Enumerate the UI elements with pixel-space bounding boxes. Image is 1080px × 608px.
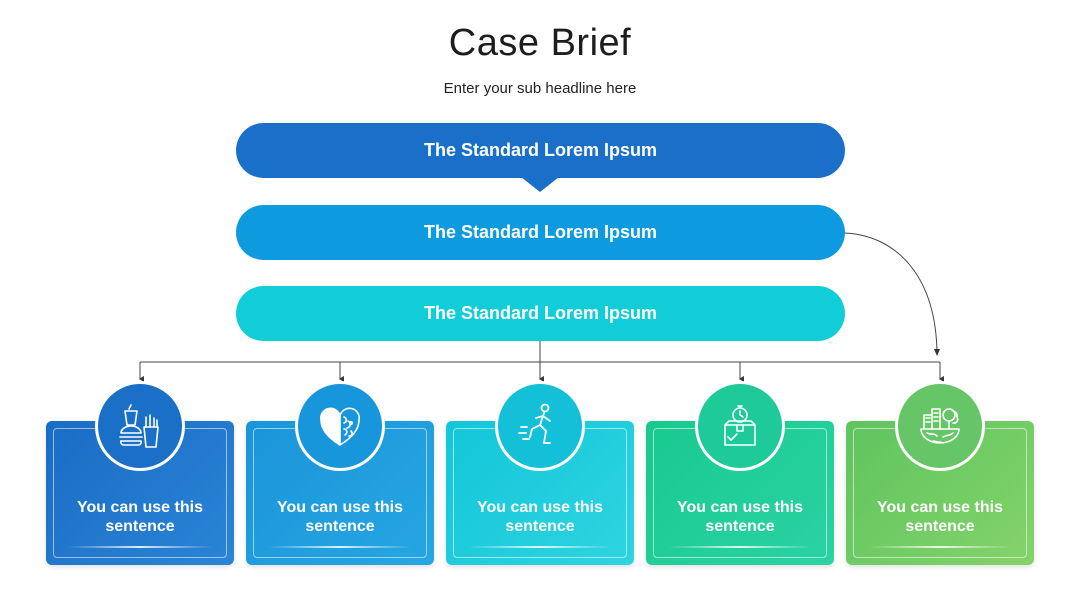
page-title: Case Brief bbox=[448, 22, 632, 64]
card-5-text: You can use this sentence bbox=[877, 499, 1003, 535]
level-3-label: The Standard Lorem Ipsum bbox=[423, 303, 658, 323]
stopwatch-box-icon bbox=[695, 381, 785, 471]
level-1-bar: The Standard Lorem Ipsum bbox=[236, 123, 845, 178]
level-2-bar: The Standard Lorem Ipsum bbox=[236, 205, 845, 260]
level-1-label: The Standard Lorem Ipsum bbox=[423, 140, 658, 160]
earth-city-icon bbox=[895, 381, 985, 471]
card-2-underline bbox=[268, 546, 412, 548]
level-3-bar: The Standard Lorem Ipsum bbox=[236, 286, 845, 341]
page-subtitle: Enter your sub headline here bbox=[443, 80, 637, 97]
card-2-text: You can use this sentence bbox=[277, 499, 403, 535]
card-3-underline bbox=[468, 546, 612, 548]
card-3-text: You can use this sentence bbox=[477, 499, 603, 535]
card-1-underline bbox=[68, 546, 212, 548]
runner-icon bbox=[495, 381, 585, 471]
level-2-label: The Standard Lorem Ipsum bbox=[423, 222, 658, 242]
food-icon bbox=[95, 381, 185, 471]
card-4-underline bbox=[668, 546, 812, 548]
heart-brain-icon bbox=[295, 381, 385, 471]
curved-arrow bbox=[844, 232, 940, 356]
level-1-pointer bbox=[521, 177, 559, 192]
card-1-text: You can use this sentence bbox=[77, 499, 203, 535]
card-5-underline bbox=[868, 546, 1012, 548]
card-4-text: You can use this sentence bbox=[677, 499, 803, 535]
